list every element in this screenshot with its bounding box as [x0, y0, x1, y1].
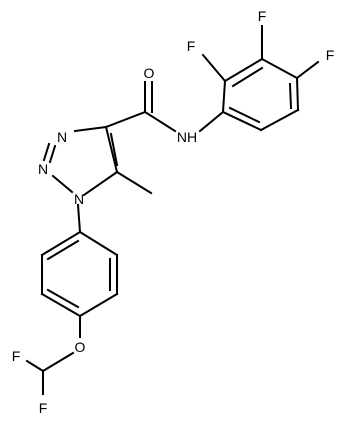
ar-bond-1	[221, 79, 227, 114]
ph-bond-4	[78, 292, 119, 318]
bond-n1-c4	[73, 125, 108, 133]
atom-f-para: F	[326, 47, 335, 63]
atom-n2: N	[38, 161, 48, 177]
atom-o-ether: O	[75, 339, 86, 355]
bond-c4-carbonyl	[104, 110, 147, 129]
carboxamide-group	[104, 81, 225, 133]
ar-bond-2-inner	[231, 66, 264, 88]
ph-bond-3-inner	[46, 288, 80, 309]
atom-f-meta: F	[258, 8, 267, 24]
ar-bond-4	[295, 76, 300, 112]
bond-c-f-ortho	[201, 53, 227, 83]
bond-n1-phenyl	[76, 203, 82, 234]
bond-c-fa	[25, 359, 45, 373]
phenyl-ring	[40, 230, 119, 318]
ar-bond-2	[223, 57, 264, 83]
methyl-bond	[115, 170, 153, 195]
trifluorophenyl-ring	[201, 25, 320, 132]
ar-bond-4-inner	[288, 82, 293, 110]
bond-n1-n2	[51, 174, 74, 194]
atom-n1: N	[74, 191, 84, 207]
atom-n3: N	[57, 129, 67, 145]
ar-bond-3	[260, 57, 299, 80]
atom-o-amide: O	[144, 65, 155, 81]
bond-c4-c5	[104, 125, 119, 174]
atom-f-a: F	[12, 348, 21, 364]
bond-c4-c5-inner	[109, 132, 119, 167]
bond-c-n	[143, 110, 177, 133]
ph-bond-1	[40, 230, 82, 257]
ph-bond-3	[40, 292, 82, 318]
ar-bond-6-inner	[228, 106, 261, 124]
ar-bond-6	[221, 110, 263, 132]
atom-nh: NH	[177, 129, 197, 145]
ph-bond-6	[78, 230, 119, 257]
atom-f-b: F	[39, 400, 48, 416]
ar-bond-5	[259, 108, 300, 132]
bond-n2-n3	[48, 144, 57, 164]
bond-o-chf2	[41, 351, 75, 373]
bond-c-f-para	[295, 60, 320, 80]
bond-n2-n3-double	[42, 142, 51, 162]
ph-bond-1-inner	[46, 239, 80, 261]
difluoromethoxy-group	[25, 315, 81, 395]
triazole-ring	[42, 125, 119, 197]
bond-n-aryl	[198, 110, 225, 133]
atom-f-ortho: F	[187, 38, 196, 54]
bond-c5-n1	[82, 170, 119, 197]
